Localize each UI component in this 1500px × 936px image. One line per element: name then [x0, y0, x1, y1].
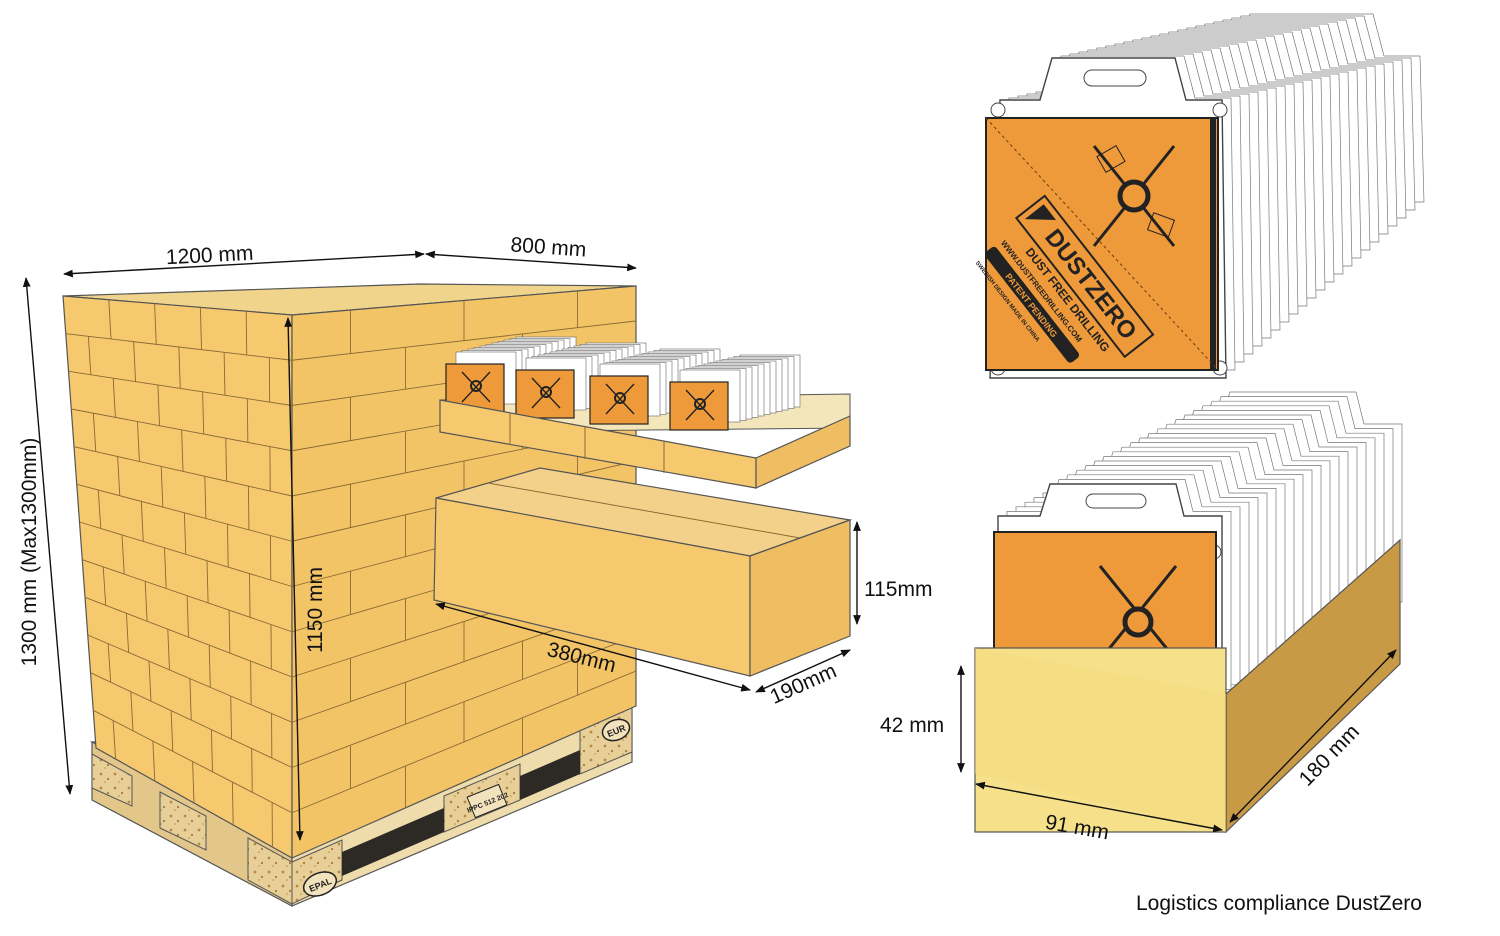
dim-190mm: 190mm	[767, 659, 840, 708]
product-hanger-stack: DUSTZERO DUST FREE DRILLING WWW.DUSTFREE…	[974, 13, 1425, 379]
dimension-lines	[22, 250, 1397, 841]
caption: Logistics compliance DustZero	[1136, 892, 1422, 915]
dim-42mm: 42 mm	[880, 714, 944, 737]
dim-800mm: 800 mm	[510, 233, 587, 261]
display-tray	[974, 391, 1403, 834]
dim-1300mm: 1300 mm (Max1300mm)	[18, 438, 41, 667]
tray-row	[439, 336, 851, 489]
dim-115mm: 115mm	[864, 578, 932, 601]
dim-1200mm: 1200 mm	[165, 242, 254, 270]
dim-1150mm: 1150 mm	[304, 567, 327, 653]
